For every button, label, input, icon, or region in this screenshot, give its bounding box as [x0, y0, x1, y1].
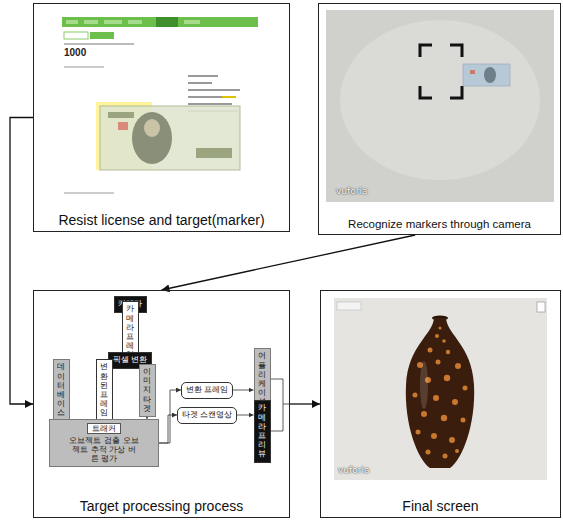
nav-active	[156, 17, 178, 27]
screen-panel: Recognize markers through camera	[318, 3, 561, 235]
watermark: vuforia	[338, 465, 369, 475]
box-label: 이미지 타겟	[143, 367, 151, 413]
process-box: 변환 프레임	[181, 382, 233, 399]
banknote-portrait	[132, 112, 172, 164]
screen-panel: Resist license and target(marker)	[33, 3, 290, 232]
nav-item	[104, 20, 122, 24]
flow-arrow	[233, 390, 254, 391]
flow-arrow	[237, 415, 254, 416]
page-ground	[38, 8, 284, 200]
merge-line	[271, 379, 284, 404]
flow-arrow	[290, 403, 320, 404]
scan-brackets	[420, 45, 462, 98]
camera-view	[326, 10, 554, 202]
box-label: 트래커	[87, 423, 121, 434]
camera-ground	[326, 10, 554, 202]
box-label: 카메라 프리뷰	[258, 403, 266, 458]
text-line	[188, 75, 218, 77]
text-line	[188, 89, 240, 91]
screen-panel: Target processing process카메라카메라 프레임픽셀 변환…	[33, 290, 290, 518]
flow-arrow	[162, 235, 416, 290]
banknote-seal	[118, 122, 128, 130]
text-line	[222, 96, 236, 98]
final-ground	[334, 298, 547, 480]
banknote	[100, 106, 240, 170]
panel-caption: Final screen	[402, 498, 478, 514]
process-box: 트래커오브젝트 검출 오브젝트 추적 가상 버튼 평가	[49, 419, 159, 467]
box-label: 변환된 프레임	[100, 362, 108, 417]
flow-arrow	[10, 118, 33, 405]
vase-spots	[413, 327, 468, 459]
banknote	[463, 64, 510, 86]
web-screenshot	[38, 8, 284, 200]
sub-tab	[64, 32, 88, 39]
banknote-figure	[108, 112, 134, 118]
process-box: 이미지 타겟	[139, 364, 156, 417]
process-box: 타겟 스캔영상	[177, 407, 237, 424]
process-box: 변환된 프레임	[96, 359, 113, 422]
merge-line	[271, 404, 284, 431]
panel-caption: Target processing process	[80, 498, 243, 514]
corner-icon	[537, 302, 545, 312]
final-view	[334, 298, 547, 480]
box-label: 타겟 스캔영상	[182, 410, 233, 419]
nav-item	[66, 20, 78, 24]
box-label: 데이터 베이스	[57, 362, 65, 417]
process-box: 데이터 베이스	[53, 359, 70, 422]
box-label: 어플리 케이션	[258, 351, 266, 406]
panel-caption: Recognize markers through camera	[348, 218, 531, 231]
page-number: 1000	[64, 47, 86, 58]
flow-arrow	[159, 415, 177, 443]
nav-item	[184, 20, 200, 24]
camera-light	[340, 20, 540, 180]
merge-line	[283, 404, 290, 405]
watermark: vuforia	[336, 186, 367, 196]
panel-caption: Resist license and target(marker)	[58, 212, 264, 228]
screen-panel: Final screen	[320, 290, 561, 518]
text-line	[188, 103, 232, 105]
vase-body	[406, 318, 474, 468]
menu-tag	[337, 302, 361, 310]
nav-item	[84, 20, 98, 24]
banknote-seal	[470, 70, 475, 74]
banknote-face	[144, 119, 160, 137]
banknote-figure	[196, 148, 232, 158]
process-box: 카메라 프리뷰	[254, 400, 271, 463]
nav-bar	[62, 17, 258, 27]
text-line	[188, 82, 212, 84]
box-label: 변환 프레임	[186, 385, 229, 394]
text-line	[64, 192, 114, 194]
text-line	[64, 43, 134, 45]
box-label: 오브젝트 검출 오브젝트 추적 가상 버튼 평가	[69, 436, 139, 464]
nav-item	[128, 20, 142, 24]
vase-highlight	[420, 361, 428, 409]
banknote-portrait	[484, 67, 496, 83]
sub-tab	[90, 32, 114, 39]
text-line	[64, 66, 104, 68]
